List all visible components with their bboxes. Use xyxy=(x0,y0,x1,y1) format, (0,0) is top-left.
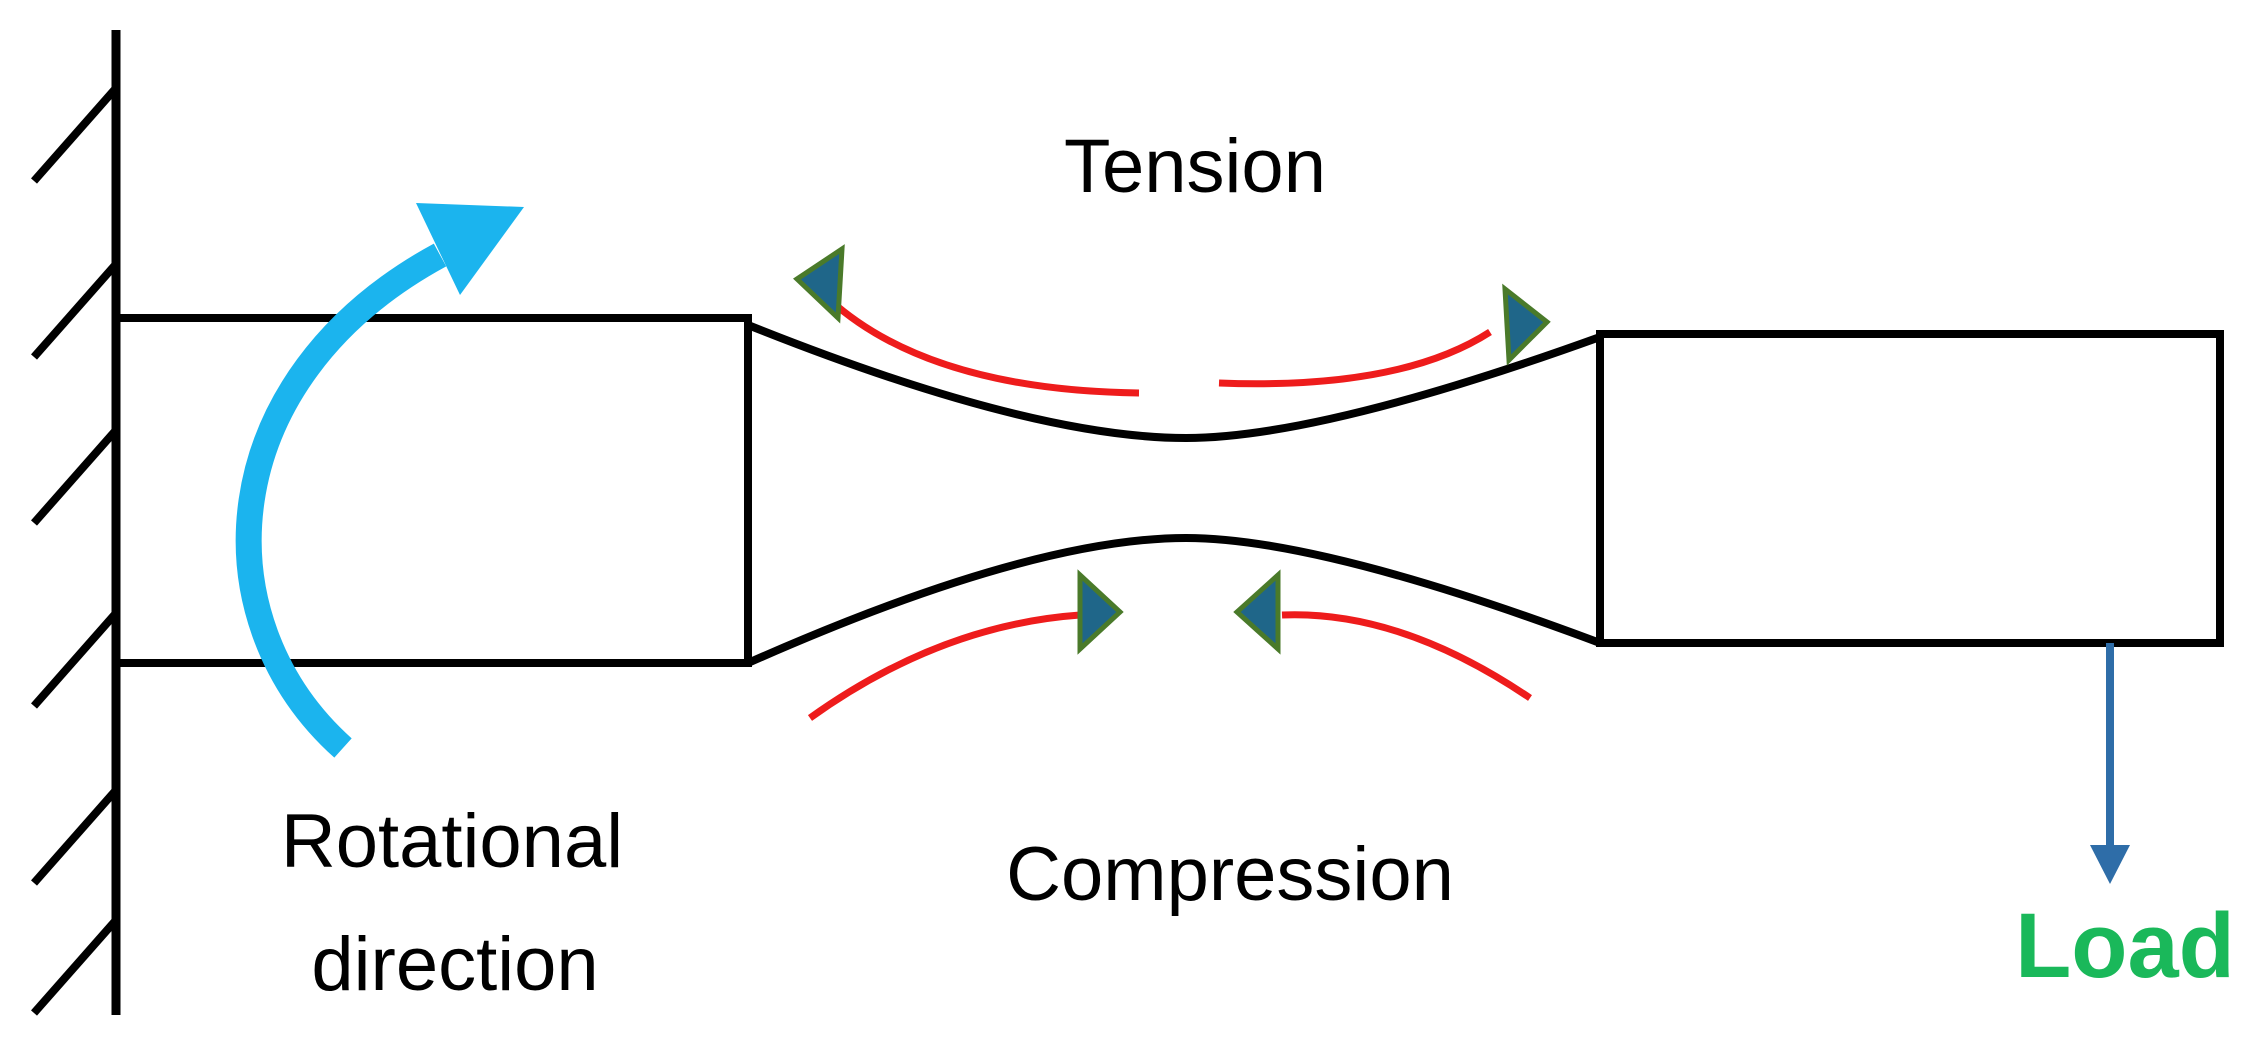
compression-line-right xyxy=(1281,611,1532,701)
load-arrow xyxy=(2090,643,2130,884)
triangle-arrowhead-icon xyxy=(1077,569,1124,655)
hatch-line xyxy=(30,85,120,184)
triangle-arrowhead-icon xyxy=(1502,283,1551,366)
rotation-arrow-shaft xyxy=(235,243,447,758)
hatch-line xyxy=(30,261,120,360)
tension-arrows xyxy=(793,244,1551,397)
right-beam-block xyxy=(1596,330,2224,647)
down-arrow-icon xyxy=(2090,845,2130,884)
hatch-line xyxy=(30,917,120,1016)
wall-hatching xyxy=(30,85,120,1016)
hatch-line xyxy=(30,427,120,526)
notch-bottom-edge xyxy=(746,533,1602,667)
compression-line-left xyxy=(807,611,1081,721)
compression-arrows xyxy=(807,569,1532,721)
left-beam-block xyxy=(116,314,752,667)
compression-label: Compression xyxy=(1006,832,1454,917)
hatch-line xyxy=(30,610,120,709)
load-label: Load xyxy=(2015,895,2235,997)
rotational-label-line1: Rotational xyxy=(281,799,623,884)
tension-line-left xyxy=(827,297,1140,397)
tension-line-right xyxy=(1218,329,1492,388)
rotation-arrow xyxy=(235,203,524,758)
rotational-label-line2: direction xyxy=(311,922,598,1007)
curved-arrow-icon xyxy=(416,203,524,295)
notch-top-edge xyxy=(746,321,1602,443)
tension-label: Tension xyxy=(1064,124,1326,209)
triangle-arrowhead-icon xyxy=(1233,569,1281,655)
triangle-arrowhead-icon xyxy=(793,244,845,324)
fixed-support-wall xyxy=(30,30,121,1016)
hatch-line xyxy=(30,787,120,886)
